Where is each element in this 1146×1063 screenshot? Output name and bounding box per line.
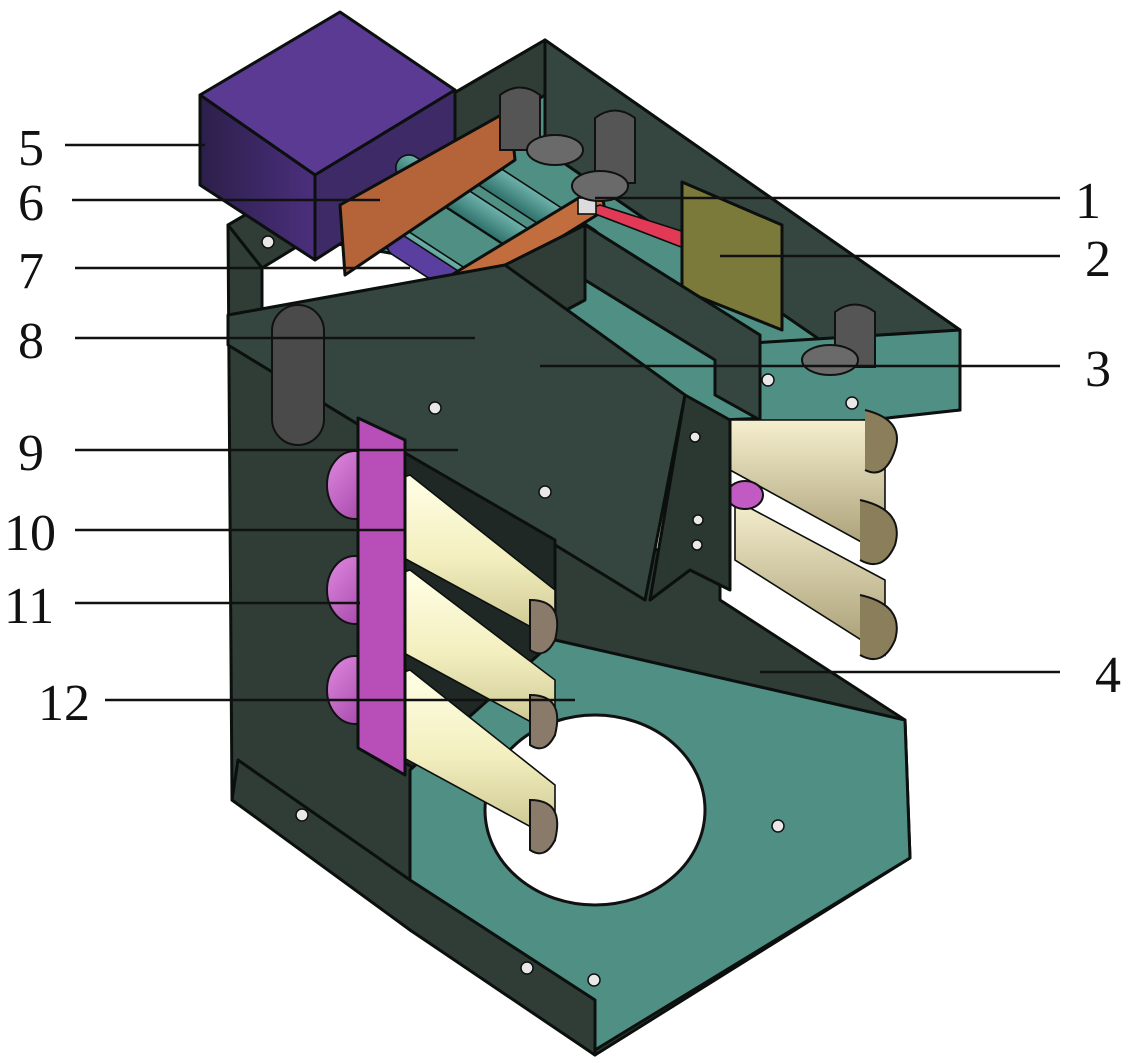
magenta-roller-mount [356, 416, 407, 777]
label-5: 5 [18, 120, 44, 177]
label-9: 9 [18, 425, 44, 482]
label-2: 2 [1085, 231, 1111, 288]
label-8: 8 [18, 313, 44, 370]
label-1: 1 [1075, 173, 1101, 230]
center-frame-side [583, 223, 762, 422]
label-12: 12 [38, 675, 90, 732]
label-11: 11 [4, 578, 54, 635]
small-holes [261, 235, 859, 987]
label-3: 3 [1085, 341, 1111, 398]
oblong-slot [271, 304, 325, 446]
label-10: 10 [4, 505, 56, 562]
khaki-roller-set [726, 409, 898, 660]
orange-plate-rear [338, 108, 517, 277]
label-6: 6 [18, 175, 44, 232]
label-7: 7 [18, 243, 44, 300]
upper-shelf-front [226, 263, 687, 602]
vertical-divider-plate [648, 393, 732, 602]
label-4: 4 [1095, 647, 1121, 704]
bottom-tray-front-wall [230, 758, 597, 1057]
bottom-tray-hole [483, 713, 707, 907]
